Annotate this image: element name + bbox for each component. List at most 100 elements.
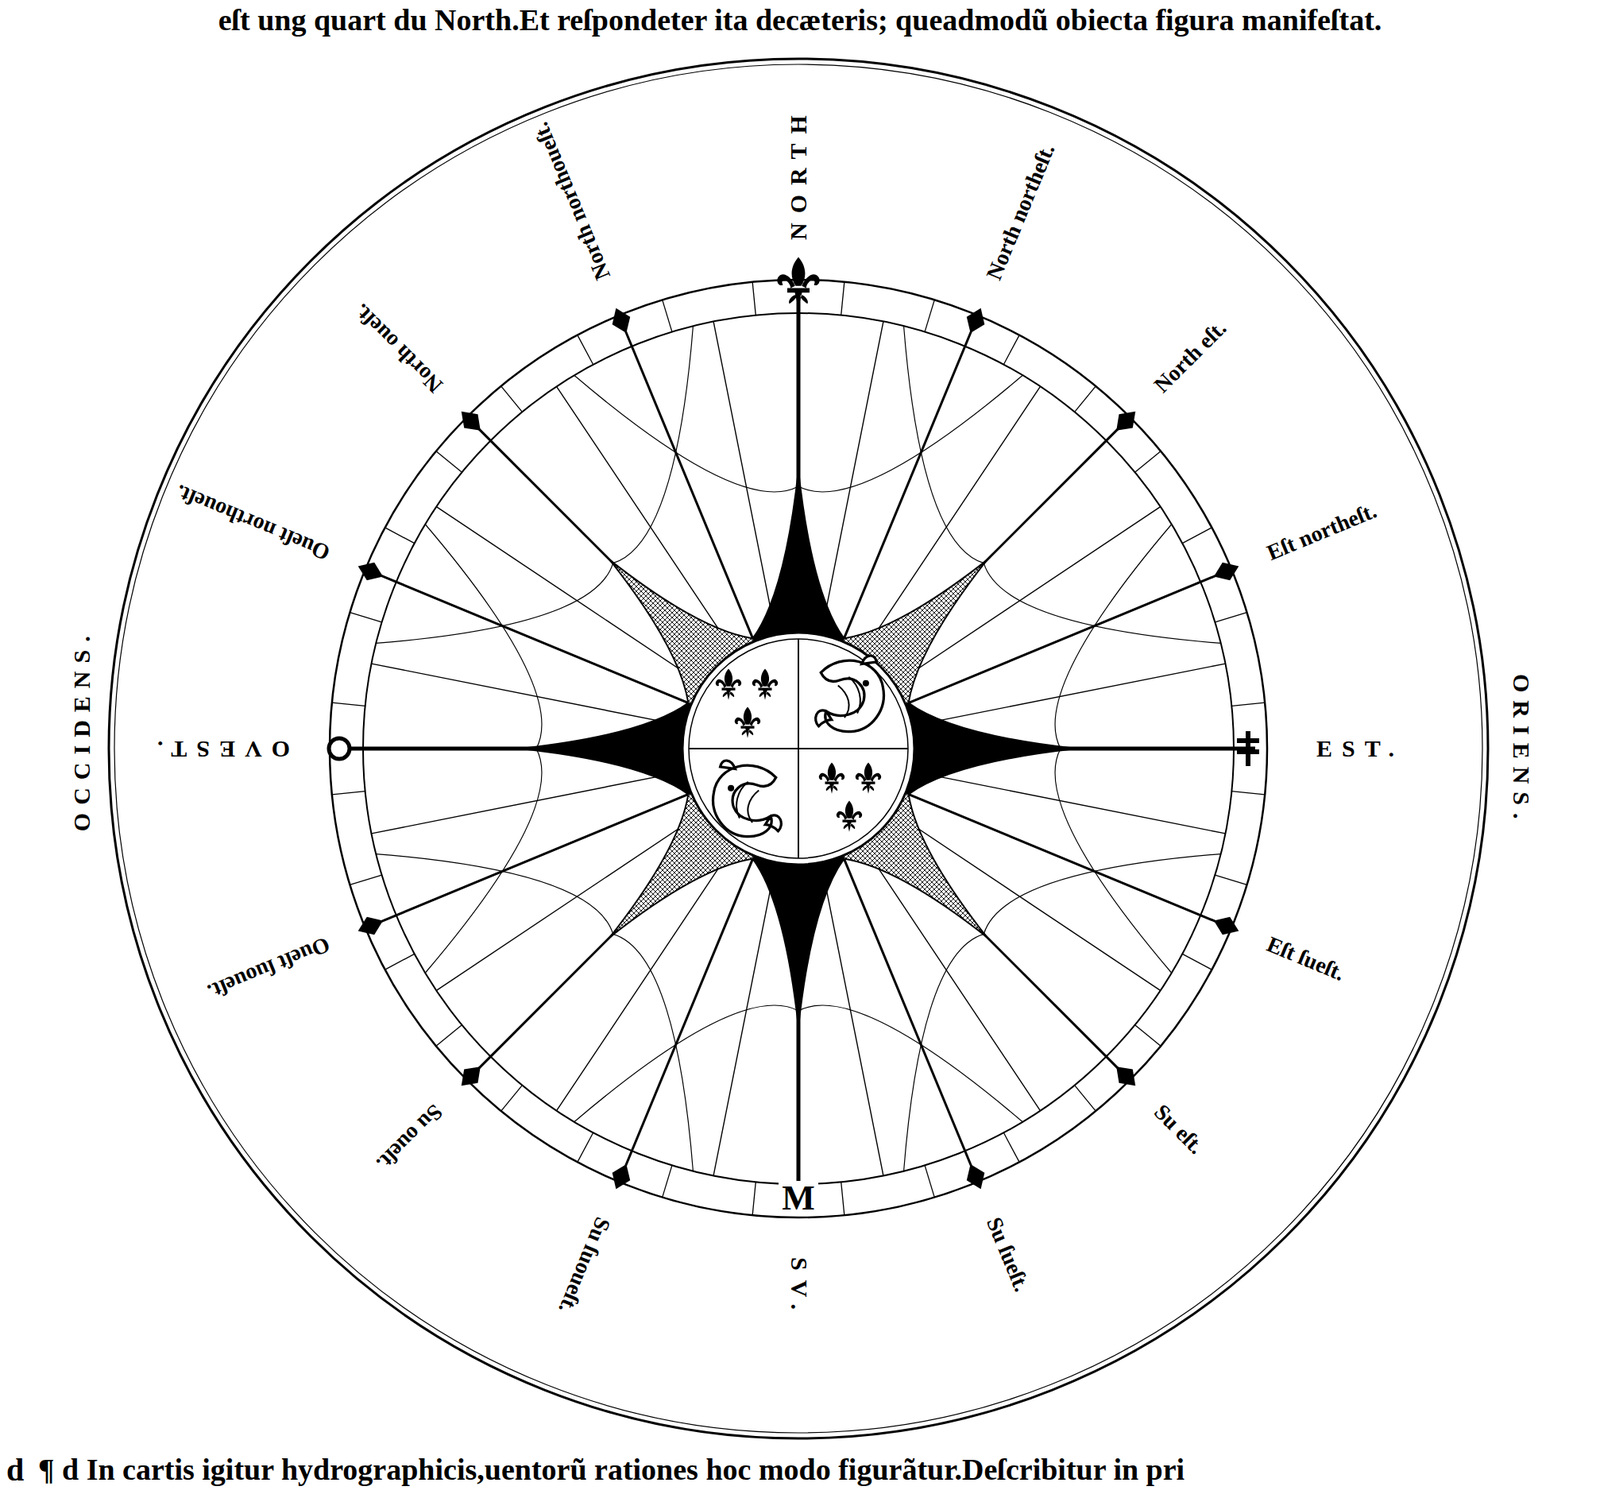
wind-label: Oueſt ſuoueſt. (204, 931, 334, 1005)
fleur-de-lis (819, 762, 845, 794)
wind-ray (556, 386, 738, 656)
ring-tick (385, 527, 415, 544)
wind-label: North eſt. (1148, 315, 1232, 399)
wind-ray (556, 840, 738, 1110)
wind-label: NORTH (784, 105, 813, 240)
ray-diamond (1116, 1066, 1136, 1086)
ring-tick (841, 1181, 845, 1215)
ring-tick (1074, 1085, 1097, 1111)
outer-circle (108, 58, 1488, 1438)
star-curve (425, 748, 542, 973)
wind-ray (860, 386, 1041, 656)
ray-diamond (1116, 411, 1136, 431)
star-curve (904, 325, 985, 563)
wind-label: North northoueſt. (527, 118, 616, 284)
ring-tick (1135, 1024, 1161, 1047)
ring-tick (501, 386, 523, 412)
ring-tick (332, 702, 366, 706)
wind-ray (819, 857, 884, 1175)
star-curve (375, 563, 613, 644)
wind-ray (890, 810, 1160, 991)
outer-circle-inner (114, 64, 1483, 1433)
ring-tick (349, 874, 382, 885)
ring-tick (577, 1132, 594, 1162)
wind-ray (436, 506, 706, 688)
wind-label: Su ſueſt. (981, 1213, 1035, 1295)
dolphin (713, 760, 782, 837)
side-label: OCCIDENS. (68, 627, 97, 831)
page-text: eſt ung quart du North.Et reſpondeter it… (218, 3, 1383, 39)
wind-label: Oueſt northoueſt. (171, 479, 333, 566)
star-curve (798, 1004, 1023, 1122)
dolphin-eye (727, 784, 735, 792)
ray-diamond (461, 411, 481, 431)
fleur-de-lis (836, 800, 862, 832)
ring-tick (577, 335, 594, 365)
star-curve (1055, 524, 1172, 749)
wind-label: Eſt northeſt. (1263, 497, 1380, 566)
ray-diamond (461, 1066, 481, 1086)
wind-label: Su ſuoueſt. (552, 1213, 616, 1317)
medallion-quarters (688, 638, 909, 858)
dolphin-eye (862, 680, 870, 687)
dolphin (815, 655, 885, 732)
ring-tick (1231, 791, 1265, 795)
wind-label: North northeſt. (981, 139, 1060, 283)
ring-tick (1182, 527, 1212, 544)
star-curve (983, 563, 1221, 644)
wind-label: SV. (784, 1256, 813, 1319)
ray-diamond (966, 308, 986, 333)
ray-diamond (1213, 916, 1239, 936)
fleur-de-lis (734, 707, 761, 739)
ring-tick (752, 282, 756, 316)
star-curve (983, 854, 1221, 935)
medallion (682, 632, 915, 865)
ray-diamond (358, 916, 383, 936)
ring-tick (501, 1085, 523, 1111)
wind-ray (713, 321, 777, 640)
wind-label: EST. (1316, 734, 1404, 763)
wind-ray (890, 506, 1160, 688)
ring-tick (1182, 953, 1212, 970)
ring-tick (662, 299, 673, 332)
wind-ray (371, 769, 690, 834)
fleur-de-lis (715, 668, 742, 700)
ring-outer (329, 279, 1268, 1218)
ray-diamond (1213, 562, 1239, 581)
ring-tick (662, 1164, 673, 1197)
wind-ray (819, 321, 884, 640)
ring-tick (841, 282, 845, 316)
ring-tick (924, 299, 935, 332)
side-label: ORIENS. (1507, 673, 1535, 828)
star-curve (613, 933, 694, 1171)
ring-tick (1135, 451, 1161, 473)
fleur-de-lis (855, 762, 882, 794)
fleur-de-lis (752, 668, 778, 700)
medallion-inner (688, 638, 909, 858)
dolphin-scales (736, 781, 759, 823)
ring-tick (1214, 874, 1247, 885)
dolphin-body (815, 655, 885, 732)
dolphin-body (713, 760, 782, 837)
east-cross (1236, 730, 1260, 766)
ring-tick (436, 1024, 462, 1047)
page-text: d (6, 1451, 24, 1488)
wind-label: North oueſt. (348, 298, 449, 399)
wind-ray (371, 663, 690, 727)
wind-ray (907, 663, 1226, 727)
ring-tick (1003, 335, 1020, 365)
west-ring (328, 738, 350, 759)
star-curve (613, 325, 694, 563)
dolphin-scales (838, 676, 861, 718)
wind-ray (907, 769, 1226, 834)
wind-label: Su eſt. (1148, 1098, 1210, 1160)
star-curve (375, 854, 613, 935)
compass-group (108, 58, 1488, 1438)
wind-label: Eſt ſueſt. (1263, 931, 1349, 986)
south-mark: M (778, 1180, 819, 1216)
ring-tick (1231, 702, 1265, 706)
wind-label: OVEST. (147, 734, 290, 763)
ring-tick (1003, 1132, 1020, 1162)
north-fleur (776, 256, 820, 308)
star-curve (904, 933, 985, 1171)
